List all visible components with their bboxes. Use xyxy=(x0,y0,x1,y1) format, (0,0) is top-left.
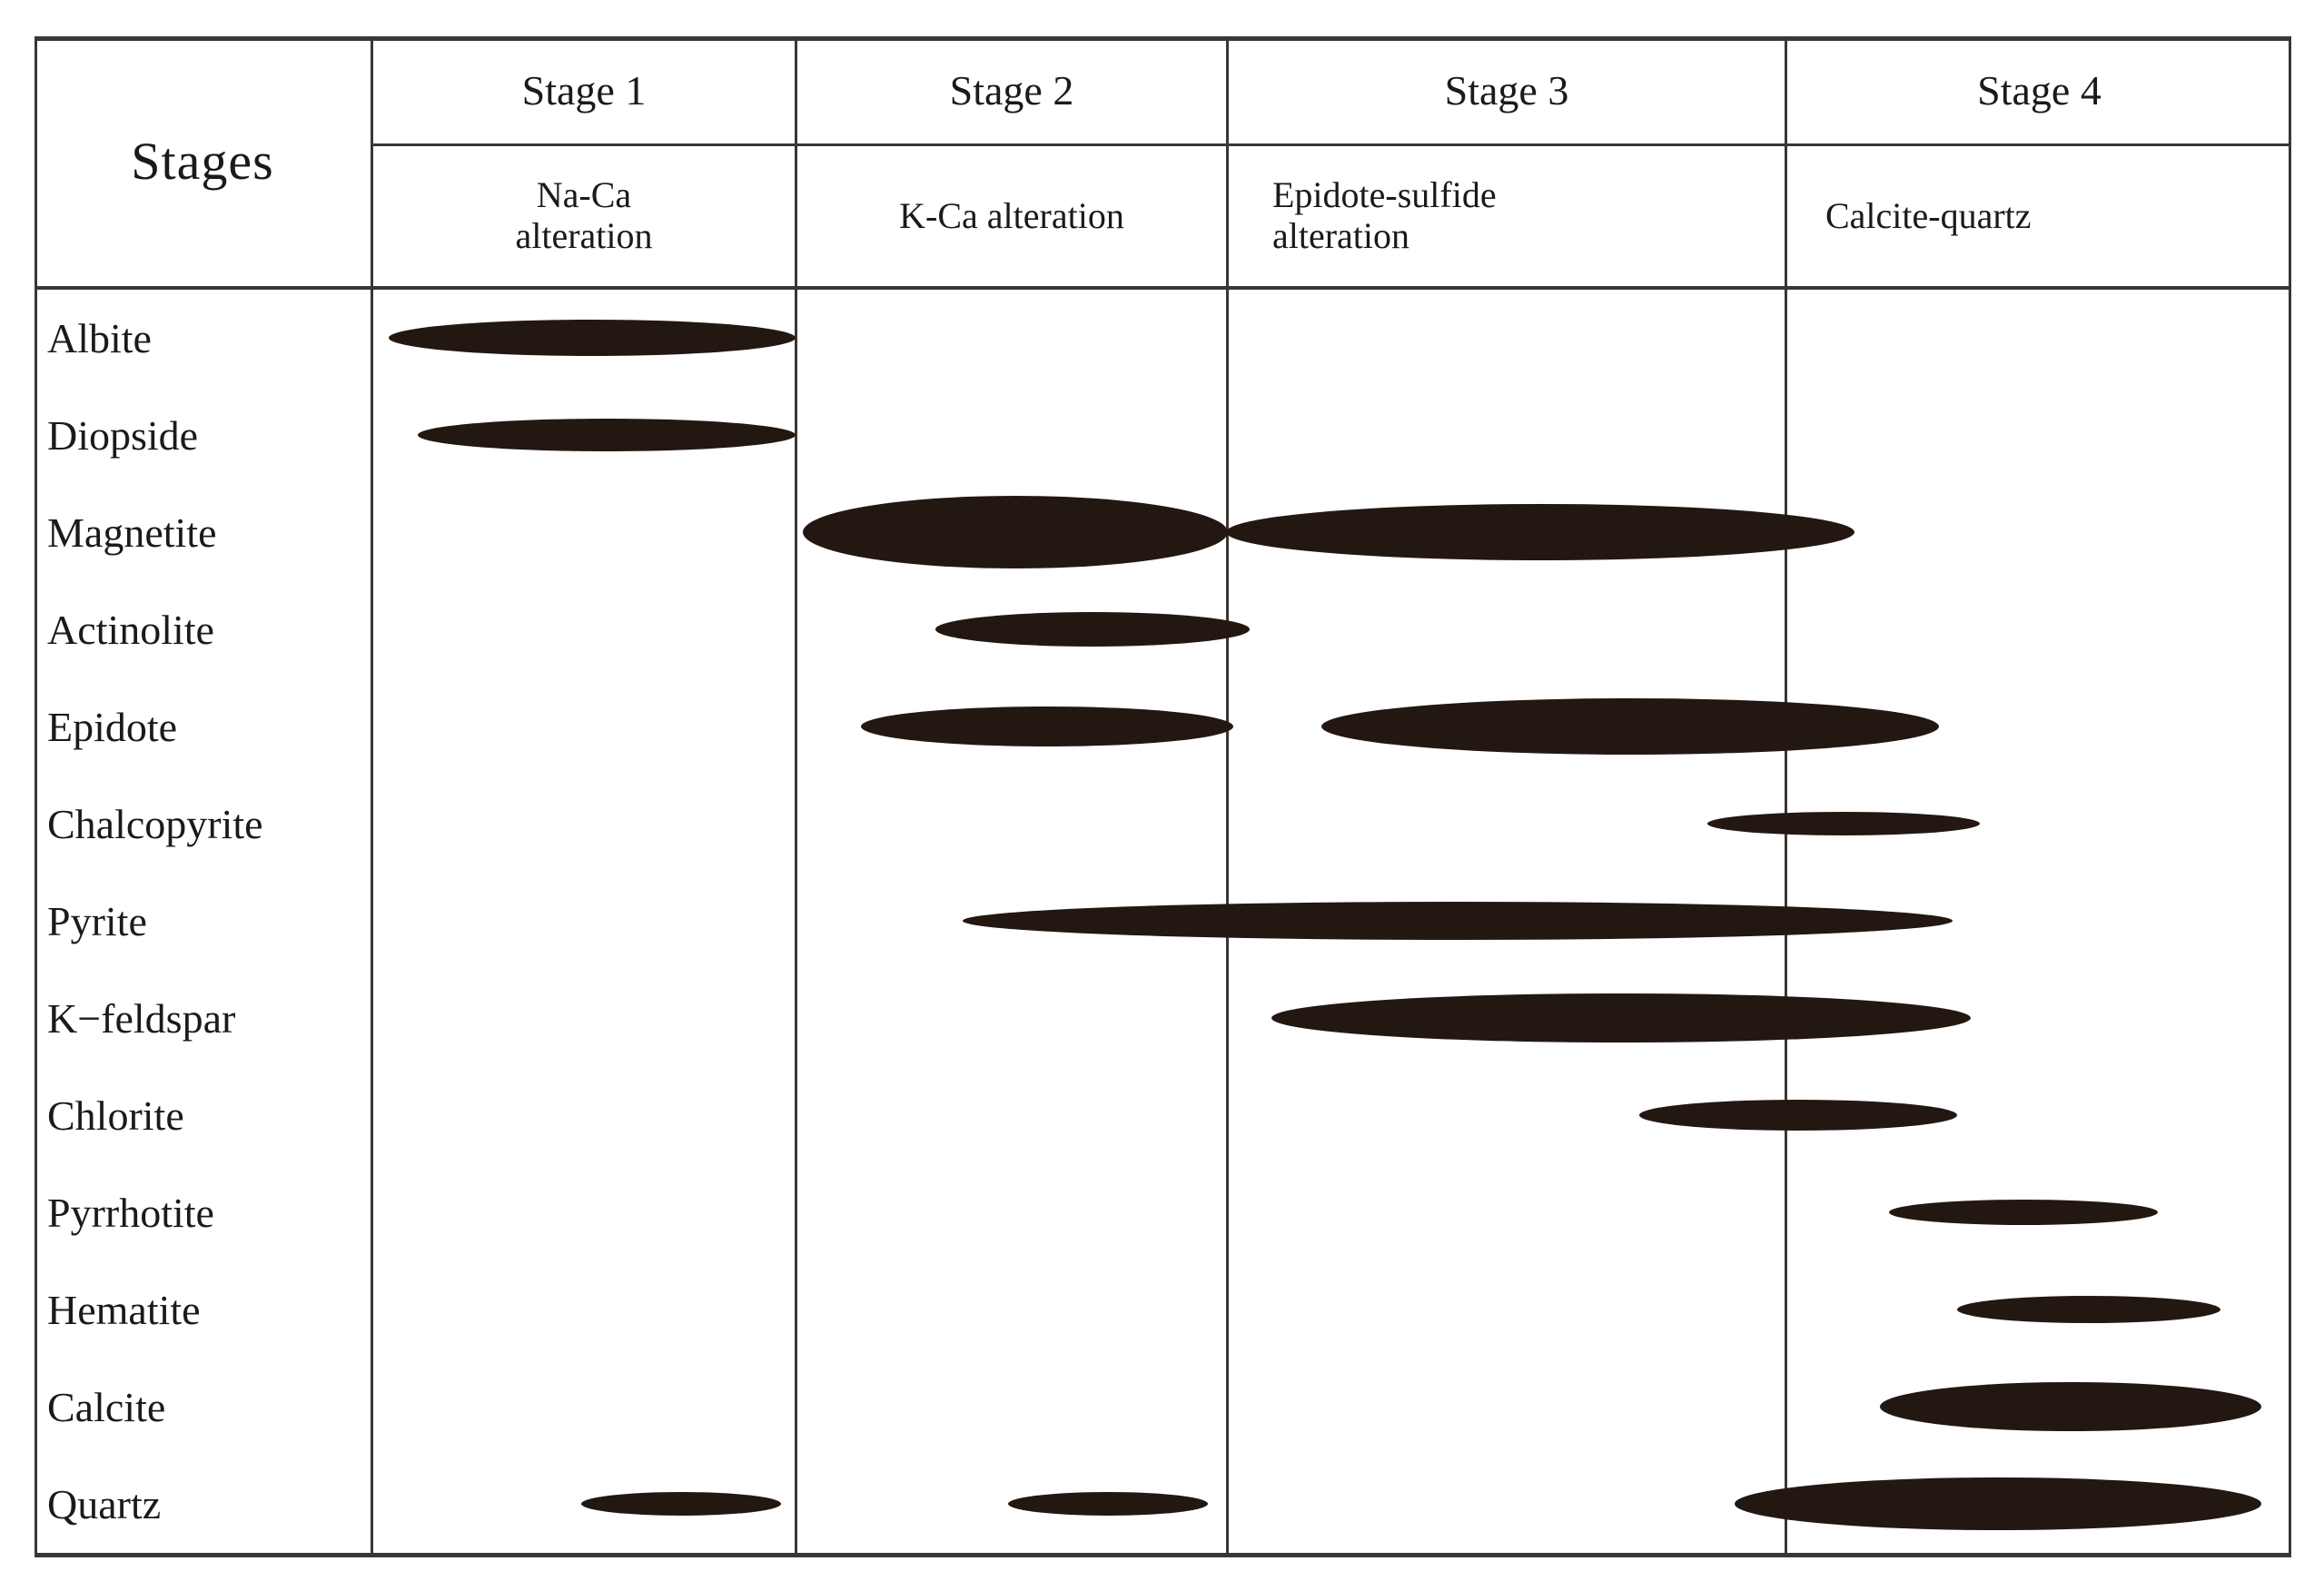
mineral-abundance-bar xyxy=(1880,1382,2261,1431)
mineral-abundance-bar xyxy=(935,612,1250,647)
table-row: Pyrite xyxy=(35,873,2291,969)
mineral-abundance-bar xyxy=(1957,1296,2220,1323)
mineral-label: Epidote xyxy=(47,703,178,750)
mineral-label: K−feldspar xyxy=(47,994,236,1042)
table-row: Chalcopyrite xyxy=(35,776,2291,872)
header-bottom-rule xyxy=(35,286,2291,290)
table-row: Diopside xyxy=(35,387,2291,483)
table-row: Magnetite xyxy=(35,484,2291,580)
table-row: K−feldspar xyxy=(35,970,2291,1066)
alteration-line-1: Na-Ca xyxy=(536,174,632,216)
mineral-abundance-bar xyxy=(1226,504,1854,560)
table-bottom-rule xyxy=(35,1553,2291,1557)
mineral-abundance-bar xyxy=(803,496,1228,568)
mineral-abundance-bar xyxy=(1707,812,1980,835)
column-rule-stage2 xyxy=(1226,36,1229,1557)
column-rule-stages xyxy=(371,36,373,1557)
mineral-label: Pyrrhotite xyxy=(47,1189,214,1236)
alteration-line-1: Epidote-sulfide xyxy=(1272,174,1497,216)
mineral-abundance-bar xyxy=(1639,1100,1957,1131)
table-row: Hematite xyxy=(35,1261,2291,1358)
mineral-label: Magnetite xyxy=(47,509,217,556)
alteration-label-stage-4: Calcite-quartz xyxy=(1787,146,2291,286)
mineral-label: Albite xyxy=(47,314,152,361)
table-row: Quartz xyxy=(35,1456,2291,1552)
table-row: Albite xyxy=(35,290,2291,386)
column-header-stage-4: Stage 4 xyxy=(1977,66,2101,114)
table-outer-frame xyxy=(35,36,2291,1557)
mineral-label: Actinolite xyxy=(47,606,214,653)
table-row: Actinolite xyxy=(35,581,2291,677)
mineral-label: Diopside xyxy=(47,411,199,459)
mineral-abundance-bar xyxy=(861,707,1233,746)
column-rule-stage3 xyxy=(1785,36,1787,1557)
column-header-stage-1: Stage 1 xyxy=(521,66,647,114)
mineral-abundance-bar xyxy=(389,320,796,356)
mineral-abundance-bar xyxy=(1889,1200,2158,1225)
mineral-abundance-bar xyxy=(418,419,796,451)
mineral-label: Chalcopyrite xyxy=(47,800,263,847)
mineral-abundance-bar xyxy=(1735,1477,2261,1530)
page-title: Stages xyxy=(131,132,274,191)
column-rule-stage1 xyxy=(795,36,797,1557)
table-row: Chlorite xyxy=(35,1067,2291,1163)
mineral-label: Hematite xyxy=(47,1286,201,1333)
alteration-label-stage-2: K-Ca alteration xyxy=(797,146,1226,286)
column-header-stage-3: Stage 3 xyxy=(1444,66,1569,114)
alteration-line-1: Calcite-quartz xyxy=(1825,194,2032,236)
alteration-label-stage-1: Na-Ca alteration xyxy=(373,146,795,286)
alteration-line-2: alteration xyxy=(515,215,653,256)
mineral-label: Chlorite xyxy=(47,1092,184,1139)
mineral-abundance-bar xyxy=(1271,993,1971,1042)
mineral-label: Calcite xyxy=(47,1383,166,1430)
header-subrule xyxy=(371,143,2291,146)
table-row: Calcite xyxy=(35,1359,2291,1455)
alteration-line-2: alteration xyxy=(1272,215,1410,256)
mineral-abundance-bar xyxy=(1008,1492,1208,1516)
table-row: Pyrrhotite xyxy=(35,1164,2291,1260)
alteration-label-stage-3: Epidote-sulfide alteration xyxy=(1229,146,1785,286)
mineral-abundance-bar xyxy=(1321,698,1939,755)
alteration-line-1: K-Ca alteration xyxy=(899,194,1124,236)
mineral-label: Pyrite xyxy=(47,897,147,944)
mineral-abundance-bar xyxy=(963,902,1953,940)
table-row: Epidote xyxy=(35,678,2291,775)
mineral-label: Quartz xyxy=(47,1480,162,1527)
column-header-stage-2: Stage 2 xyxy=(949,66,1074,114)
mineral-abundance-bar xyxy=(581,1492,781,1516)
